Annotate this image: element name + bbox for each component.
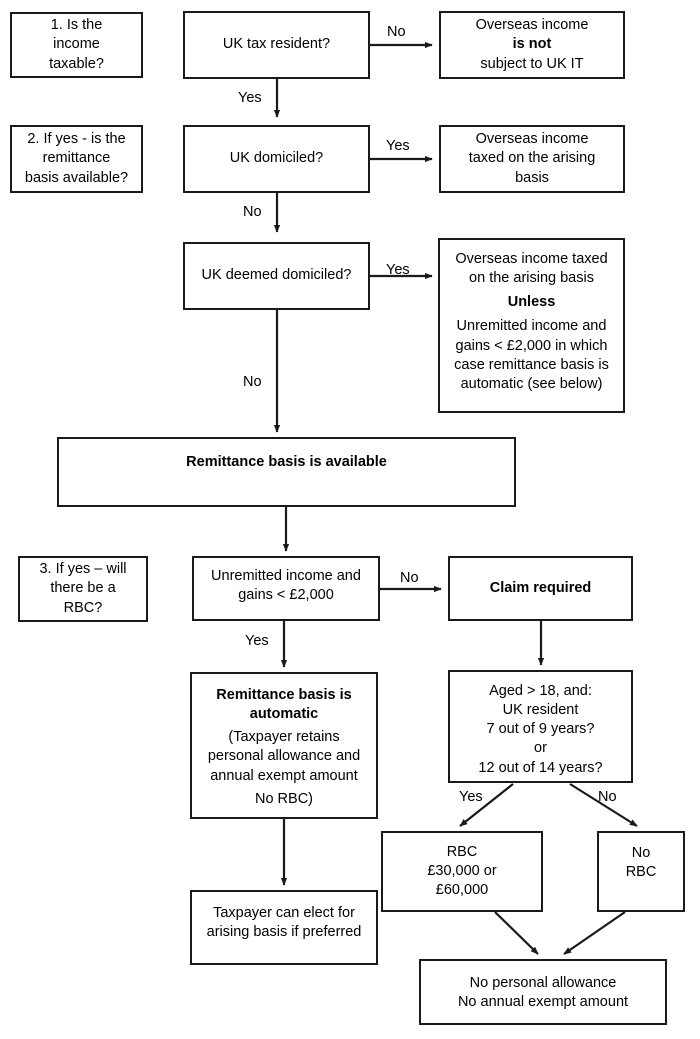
edge-label-deemed-no: No [243,374,262,390]
node-not-subject-line-2: is not [512,36,552,53]
node-aged-residence-test[interactable]: Aged > 18, and: UK resident 7 out of 9 y… [448,670,633,783]
node-uk-tax-resident[interactable]: UK tax resident? [183,11,370,79]
node-rb-automatic-line-6: No RBC) [254,790,313,807]
node-arising-unless-line-1: Overseas income taxed [455,251,608,267]
node-no-rbc[interactable]: No RBC [597,831,685,912]
node-aged-test-line-4: or [534,740,547,757]
node-not-subject-to-uk-it[interactable]: Overseas income is not subject to UK IT [439,11,625,79]
node-uk-domiciled[interactable]: UK domiciled? [183,125,370,193]
node-rbc-line-3: £60,000 [435,882,489,899]
stage-label-1-line-1: 1. Is the [50,17,103,34]
node-taxpayer-elect-line-2: arising basis if preferred [206,924,362,941]
node-no-rbc-line-1: No [631,845,651,861]
stage-label-1-line-2: income [53,36,100,53]
node-rb-automatic-line-3: (Taxpayer retains [228,729,340,746]
edge-label-aged-no: No [598,789,617,805]
node-arising-basis-unless[interactable]: Overseas income taxed on the arising bas… [438,238,625,413]
node-aged-test-line-5: 12 out of 14 years? [478,759,603,776]
node-remittance-basis-available-label: Remittance basis is available [186,454,387,470]
node-uk-deemed-domiciled[interactable]: UK deemed domiciled? [183,242,370,310]
node-aged-test-line-3: 7 out of 9 years? [486,721,595,738]
node-rb-automatic-line-5: annual exempt amount [210,767,358,784]
edge-label-unremitted-yes: Yes [245,633,269,649]
node-rbc-amounts[interactable]: RBC £30,000 or £60,000 [381,831,543,912]
node-arising-basis-line-1: Overseas income [475,131,589,148]
connector-rbc-to-noallowance [494,911,539,955]
node-rbc-line-1: RBC [446,844,478,860]
node-remittance-basis-available[interactable]: Remittance basis is available [57,437,516,507]
node-remittance-basis-automatic[interactable]: Remittance basis is automatic (Taxpayer … [190,672,378,819]
node-not-subject-line-3: subject to UK IT [480,55,584,72]
stage-label-2: 2. If yes - is the remittance basis avai… [10,125,143,193]
node-arising-basis[interactable]: Overseas income taxed on the arising bas… [439,125,625,193]
edge-label-domiciled-no: No [243,204,262,220]
node-rb-automatic-line-4: personal allowance and [207,748,361,765]
node-claim-required-label: Claim required [489,579,592,596]
node-unremitted-line-2: gains < £2,000 [238,587,334,604]
edge-label-aged-yes: Yes [459,789,483,805]
node-aged-test-line-1: Aged > 18, and: [489,683,592,699]
node-arising-unless-line-3: Unless [507,294,556,311]
connector-norbc-to-noallowance [563,911,626,955]
stage-label-2-line-2: remittance [42,150,111,167]
node-arising-unless-line-2: on the arising basis [469,270,594,287]
edge-label-unremitted-no: No [400,570,419,586]
stage-label-1: 1. Is the income taxable? [10,12,143,78]
node-rb-automatic-line-1: Remittance basis is [216,687,352,703]
node-taxpayer-elect-line-1: Taxpayer can elect for [213,905,355,921]
stage-label-2-line-1: 2. If yes - is the [27,131,126,148]
node-uk-deemed-domiciled-label: UK deemed domiciled? [201,267,352,284]
node-arising-basis-line-3: basis [515,169,549,186]
node-unremitted-under-2000[interactable]: Unremitted income and gains < £2,000 [192,556,380,621]
edge-label-domiciled-yes: Yes [386,138,410,154]
edge-label-deemed-yes: Yes [386,262,410,278]
node-claim-required[interactable]: Claim required [448,556,633,621]
node-arising-unless-line-4: Unremitted income and [456,318,607,335]
stage-label-1-line-3: taxable? [49,55,104,72]
stage-label-3-line-3: RBC? [63,599,103,616]
node-arising-unless-line-7: automatic (see below) [460,375,603,392]
node-arising-unless-line-5: gains < £2,000 in which [455,337,608,354]
stage-label-3: 3. If yes – will there be a RBC? [18,556,148,622]
node-rbc-line-2: £30,000 or [427,863,497,880]
node-unremitted-line-1: Unremitted income and [211,568,361,584]
stage-label-3-line-1: 3. If yes – will [39,561,127,578]
node-no-personal-allowance[interactable]: No personal allowance No annual exempt a… [419,959,667,1025]
node-taxpayer-can-elect[interactable]: Taxpayer can elect for arising basis if … [190,890,378,965]
node-no-rbc-line-2: RBC [625,864,657,881]
node-uk-tax-resident-label: UK tax resident? [222,36,331,53]
node-not-subject-line-1: Overseas income [475,17,589,34]
node-rb-automatic-line-2: automatic [249,706,319,723]
node-arising-unless-line-6: case remittance basis is [454,356,609,373]
edge-label-resident-no: No [387,24,406,40]
node-no-allowance-line-2: No annual exempt amount [457,994,629,1011]
edge-label-resident-yes: Yes [238,90,262,106]
node-uk-domiciled-label: UK domiciled? [229,150,324,167]
node-arising-basis-line-2: taxed on the arising [468,150,596,167]
node-no-allowance-line-1: No personal allowance [469,975,617,991]
stage-label-2-line-3: basis available? [24,169,129,186]
stage-label-3-line-2: there be a [50,580,116,597]
node-aged-test-line-2: UK resident [502,702,579,719]
